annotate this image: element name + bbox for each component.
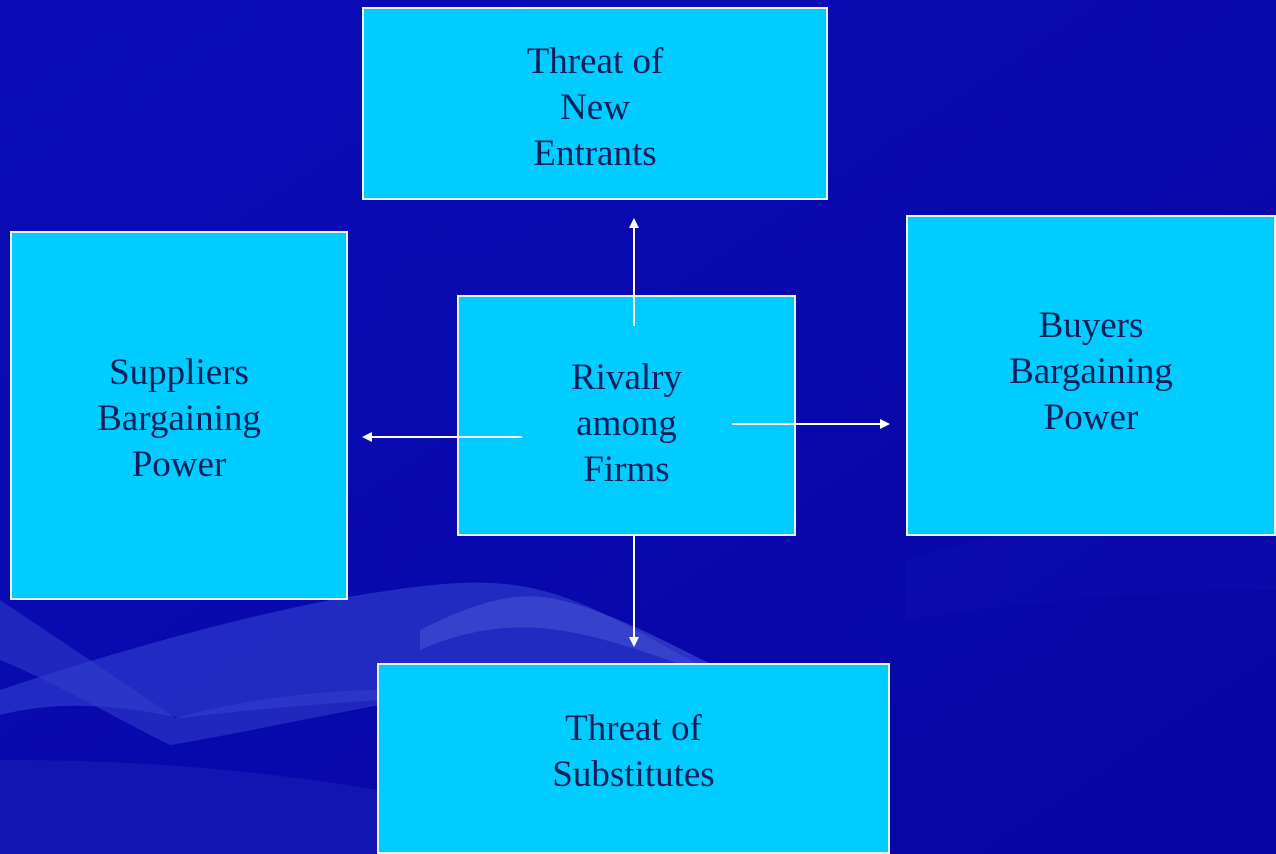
threat-of-substitutes-label: Threat of Substitutes [552, 707, 715, 795]
suppliers-bargaining-power-box: Suppliers Bargaining Power [10, 231, 348, 600]
rivalry-among-firms-label: Rivalry among Firms [571, 356, 682, 490]
threat-of-substitutes-box: Threat of Substitutes [377, 663, 890, 854]
rivalry-among-firms-box: Rivalry among Firms [457, 295, 796, 536]
suppliers-bargaining-power-label: Suppliers Bargaining Power [97, 351, 261, 485]
threat-of-new-entrants-box: Threat of New Entrants [362, 7, 828, 200]
buyers-bargaining-power-label: Buyers Bargaining Power [1009, 304, 1173, 438]
buyers-bargaining-power-box: Buyers Bargaining Power [906, 215, 1276, 536]
threat-of-new-entrants-label: Threat of New Entrants [526, 40, 664, 174]
